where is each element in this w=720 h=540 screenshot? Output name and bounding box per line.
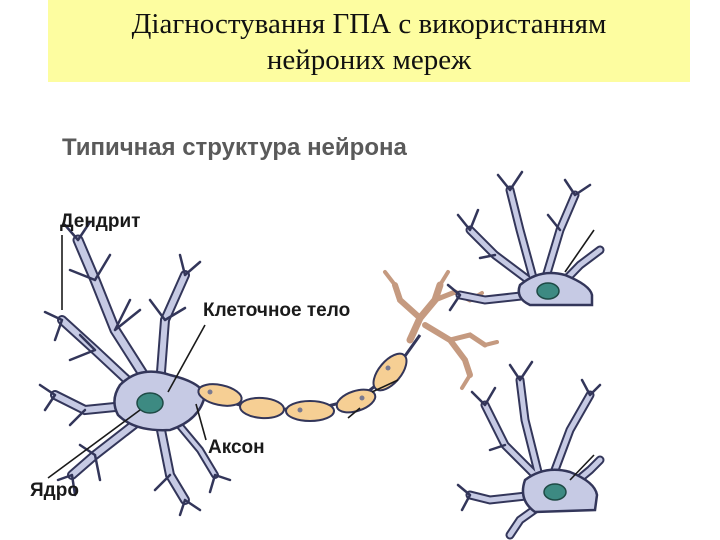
myelin-sheath xyxy=(197,352,408,422)
cell-body-label: Клеточное тело xyxy=(203,300,351,321)
nucleus-leader-line xyxy=(47,409,141,479)
axon-leader-line xyxy=(195,403,207,441)
lower-neuron-arrow xyxy=(569,454,595,481)
myelin-segment xyxy=(335,388,377,414)
label-leader-lines xyxy=(47,229,595,481)
main-neuron-fine-branches xyxy=(38,220,232,517)
upper-right-neuron xyxy=(446,170,605,312)
main-nucleus xyxy=(136,392,164,414)
myelin-nuclei xyxy=(207,365,391,413)
figure-title: Типичная структура нейрона xyxy=(62,134,407,161)
lower-right-neuron xyxy=(456,360,605,540)
main-neuron-dendrites xyxy=(50,234,219,505)
myelin-segment xyxy=(239,396,285,420)
nucleus-label: Ядро xyxy=(30,480,79,501)
axon-label: Аксон xyxy=(208,437,265,458)
upper-neuron-arrow xyxy=(564,229,595,273)
axon-terminal-arrow xyxy=(371,379,399,393)
slide-title-line-1: Діагностування ГПА с використанням xyxy=(131,8,607,40)
cell-body-leader-line xyxy=(167,324,206,393)
myelin-segment xyxy=(372,352,408,392)
myelin-segment xyxy=(197,383,243,407)
dendrite-label: Дендрит xyxy=(60,211,141,232)
myelin-segment xyxy=(285,400,335,422)
slide-title-line-2: нейроних мереж xyxy=(266,44,472,76)
slide-title-banner: Діагностування ГПА с використанням нейро… xyxy=(48,0,690,82)
